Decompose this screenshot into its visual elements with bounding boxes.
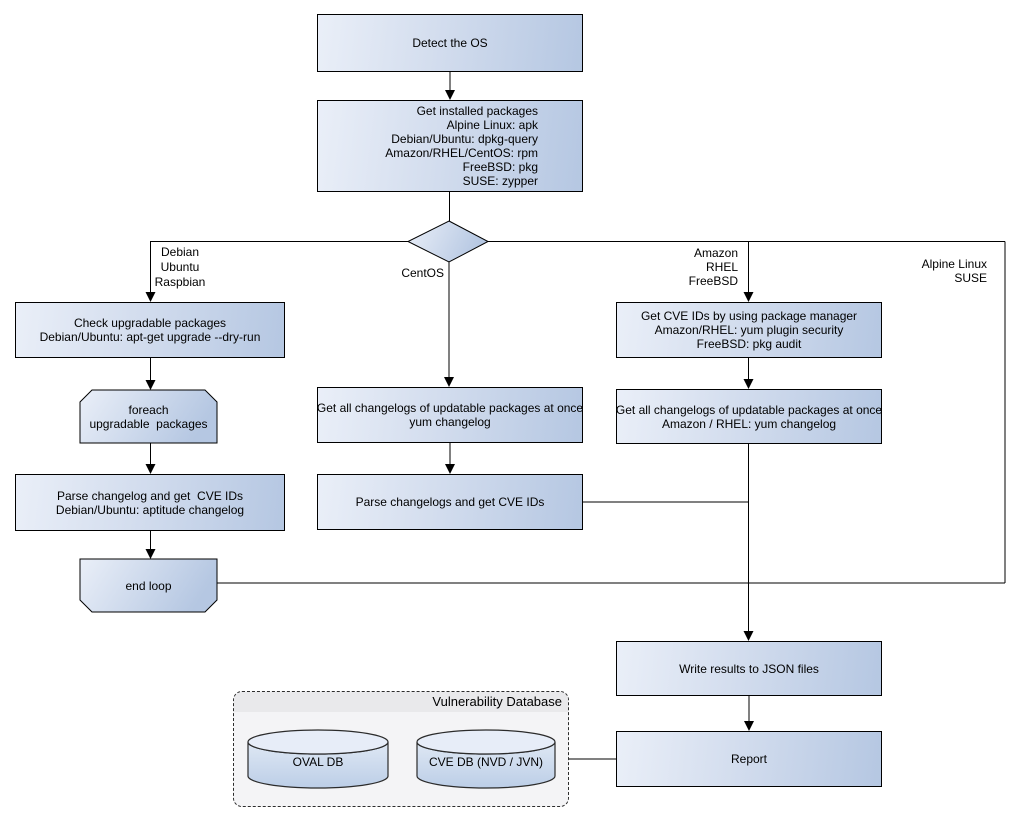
node-parse-changelog-deb: Parse changelog and get CVE IDs Debian/U… bbox=[15, 474, 285, 531]
database-cylinders bbox=[247, 729, 556, 789]
decision-diamond bbox=[406, 220, 490, 263]
cve-db-label: CVE DB (NVD / JVN) bbox=[428, 755, 543, 769]
node-get-changelogs-centos: Get all changelogs of updatable packages… bbox=[317, 387, 583, 443]
node-get-changelogs-amazon-label: Get all changelogs of updatable packages… bbox=[615, 402, 883, 431]
node-get-cve-ids-pkg-mgr: Get CVE IDs by using package manager Ama… bbox=[616, 302, 882, 358]
oval-db-cylinder-top bbox=[247, 729, 389, 755]
node-check-upgradable-label: Check upgradable packages Debian/Ubuntu:… bbox=[39, 316, 261, 344]
node-check-upgradable: Check upgradable packages Debian/Ubuntu:… bbox=[15, 302, 285, 358]
node-foreach-loop-label: foreach upgradable packages bbox=[89, 402, 208, 431]
node-get-installed-packages-label: Get installed packages Alpine Linux: apk… bbox=[385, 104, 538, 188]
node-report-label: Report bbox=[730, 752, 768, 766]
cve-db-cylinder-top bbox=[416, 729, 556, 755]
end-loop-shape bbox=[79, 558, 218, 613]
node-get-changelogs-amazon: Get all changelogs of updatable packages… bbox=[616, 389, 882, 444]
node-get-installed-packages: Get installed packages Alpine Linux: apk… bbox=[317, 100, 583, 192]
node-parse-changelogs-centos-label: Parse changelogs and get CVE IDs bbox=[355, 495, 545, 509]
foreach-loop-shape bbox=[79, 389, 218, 444]
connectors bbox=[145, 72, 1006, 760]
node-parse-changelogs-centos: Parse changelogs and get CVE IDs bbox=[317, 474, 583, 530]
branch-label-debian-ubuntu-raspbian: Debian Ubuntu Raspbian bbox=[154, 245, 206, 289]
branch-label-centos: CentOS bbox=[401, 266, 444, 280]
node-end-loop-label: end loop bbox=[125, 578, 172, 593]
oval-db-label: OVAL DB bbox=[292, 755, 344, 769]
node-detect-os-label: Detect the OS bbox=[412, 36, 488, 50]
node-detect-os: Detect the OS bbox=[317, 14, 583, 72]
flow-shapes bbox=[79, 220, 490, 613]
node-write-results: Write results to JSON files bbox=[616, 641, 882, 696]
node-report: Report bbox=[616, 731, 882, 787]
node-write-results-label: Write results to JSON files bbox=[679, 661, 819, 676]
node-get-changelogs-centos-label: Get all changelogs of updatable packages… bbox=[316, 401, 584, 429]
vulnerability-database-title: Vulnerability Database bbox=[234, 692, 568, 712]
branch-label-amazon-rhel-freebsd: Amazon RHEL FreeBSD bbox=[688, 246, 738, 288]
node-get-cve-ids-pkg-mgr-label: Get CVE IDs by using package manager Ama… bbox=[640, 309, 858, 351]
node-parse-changelog-deb-label: Parse changelog and get CVE IDs Debian/U… bbox=[55, 488, 245, 517]
branch-label-alpine-suse: Alpine Linux SUSE bbox=[921, 257, 987, 285]
